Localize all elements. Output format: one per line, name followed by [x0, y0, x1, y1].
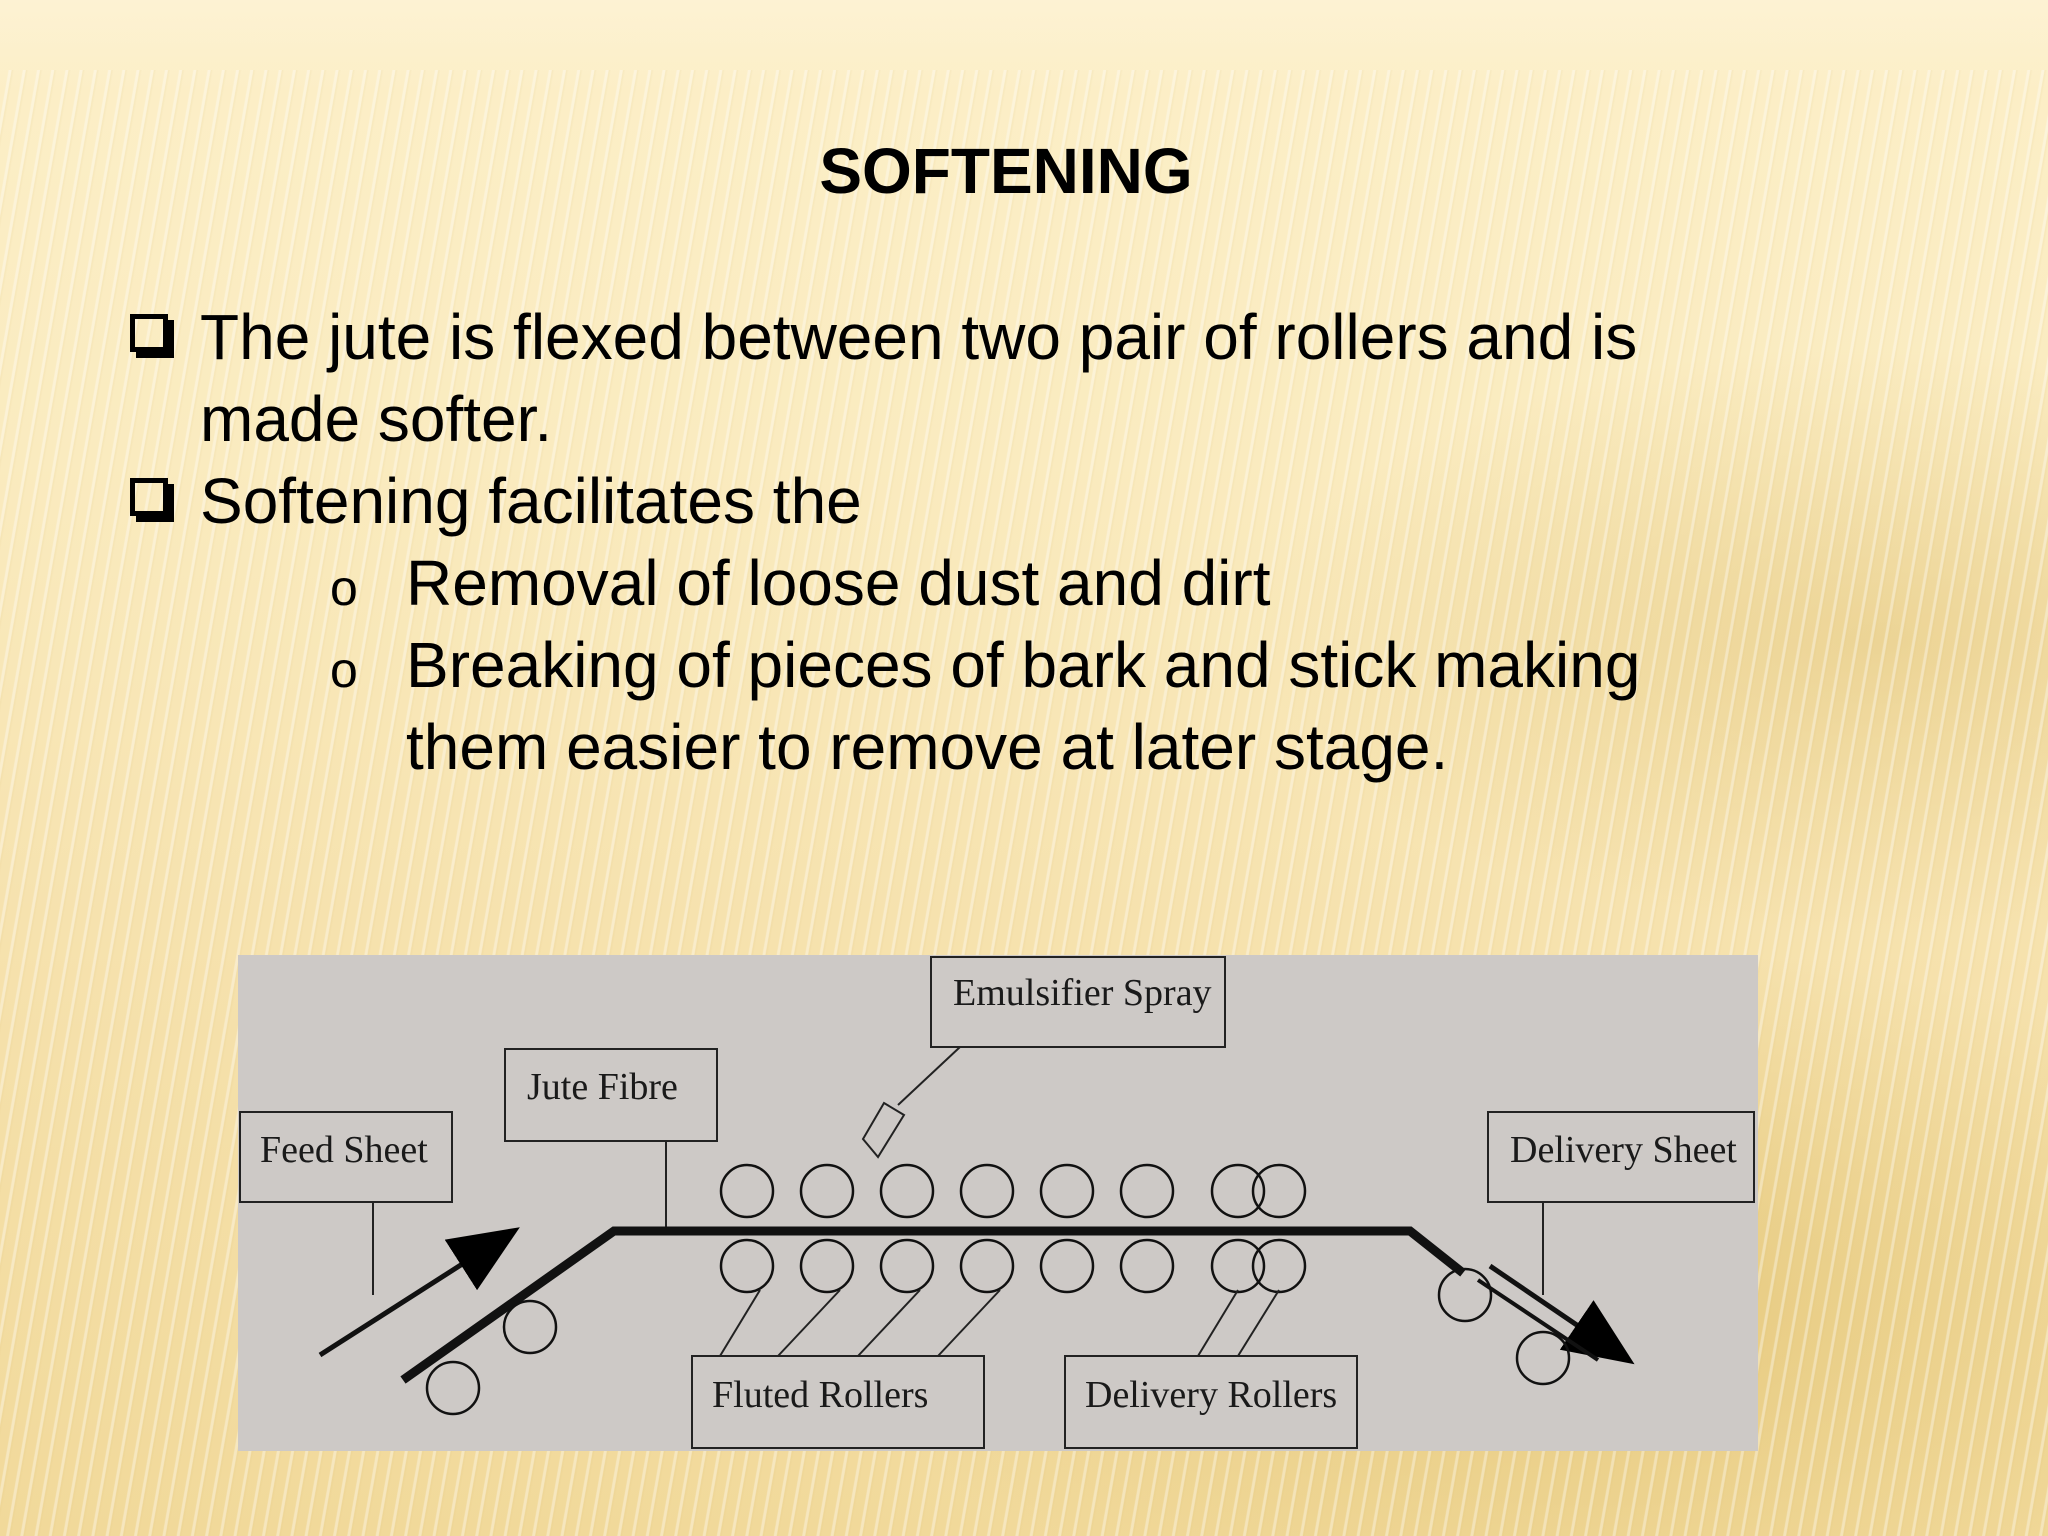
delivery-rollers-label: Delivery Rollers	[1085, 1374, 1337, 1416]
fluted-roller-bottom	[879, 1238, 935, 1294]
circle-bullet-icon: o	[330, 560, 358, 616]
fluted-roller-bottom	[959, 1238, 1015, 1294]
fluted-roller-top	[1039, 1163, 1095, 1219]
circle-bullet-icon: o	[330, 642, 358, 698]
delivery-sheet-box	[1487, 1111, 1755, 1203]
jute-fibre-box	[504, 1048, 718, 1142]
fluted-rollers-label: Fluted Rollers	[712, 1374, 928, 1416]
feed-sheet-box	[239, 1111, 453, 1203]
fluted-rollers-leader	[937, 1289, 1001, 1357]
sub-bullet-2-line-2: them easier to remove at later stage.	[406, 711, 1449, 783]
fluted-roller-top	[1119, 1163, 1175, 1219]
emulsifier-leader	[897, 1046, 961, 1106]
roller-group	[719, 1163, 1307, 1357]
delivery-sheet-label: Delivery Sheet	[1510, 1129, 1737, 1171]
feed-sheet-roller	[425, 1360, 481, 1416]
diagram-svg: Feed Sheet Jute Fibre Emulsifier Spray D…	[239, 956, 1755, 1449]
emulsifier-spray-box	[930, 956, 1226, 1048]
jute-path-line	[400, 1226, 1466, 1384]
delivery-direction-arrow	[1488, 1263, 1635, 1365]
bullet-1-line-1: The jute is flexed between two pair of r…	[200, 301, 1638, 373]
delivery-roller-top	[1210, 1163, 1266, 1219]
sub-bullet-item-1: o Removal of loose dust and dirt	[126, 542, 1906, 624]
bullet-item-2: Softening facilitates the	[126, 460, 1900, 542]
delivery-roller-bottom	[1210, 1238, 1266, 1294]
delivery-roller-top	[1251, 1163, 1307, 1219]
fluted-roller-bottom	[1119, 1238, 1175, 1294]
jute-fibre-label: Jute Fibre	[527, 1066, 678, 1108]
feed-sheet-roller	[502, 1299, 558, 1355]
bullet-1-line-2: made softer.	[200, 383, 553, 455]
feed-sheet-label: Feed Sheet	[260, 1129, 428, 1171]
sub-bullet-1-line-1: Removal of loose dust and dirt	[406, 547, 1271, 619]
bullet-list: The jute is flexed between two pair of r…	[126, 296, 1906, 788]
fluted-rollers-leader	[857, 1289, 921, 1357]
fluted-rollers-leader	[777, 1289, 841, 1357]
delivery-roller-bottom	[1251, 1238, 1307, 1294]
softening-machine-diagram: Feed Sheet Jute Fibre Emulsifier Spray D…	[238, 955, 1758, 1451]
checkbox-bullet-icon	[130, 314, 168, 352]
fluted-roller-top	[959, 1163, 1015, 1219]
fluted-roller-bottom	[719, 1238, 775, 1294]
delivery-sheet-line	[1476, 1278, 1600, 1362]
delivery-sheet-roller	[1515, 1330, 1571, 1386]
fluted-rollers-leader	[719, 1289, 761, 1357]
fluted-roller-top	[799, 1163, 855, 1219]
spray-nozzle-icon	[861, 1101, 906, 1159]
sub-bullet-item-2: o Breaking of pieces of bark and stick m…	[126, 624, 1906, 788]
emulsifier-spray-label: Emulsifier Spray	[953, 972, 1212, 1014]
delivery-rollers-leader	[1197, 1289, 1239, 1357]
fluted-roller-top	[879, 1163, 935, 1219]
delivery-rollers-leader	[1237, 1289, 1280, 1357]
fluted-roller-bottom	[799, 1238, 855, 1294]
fluted-roller-top	[719, 1163, 775, 1219]
slide-title: SOFTENING	[819, 135, 1193, 207]
feed-direction-arrow	[318, 1227, 520, 1358]
sub-bullet-2-line-1: Breaking of pieces of bark and stick mak…	[406, 629, 1641, 701]
checkbox-bullet-icon	[130, 478, 168, 516]
fluted-rollers-box	[691, 1355, 985, 1449]
bullet-item-1: The jute is flexed between two pair of r…	[126, 296, 1900, 460]
delivery-rollers-box	[1064, 1355, 1358, 1449]
bullet-2-line-1: Softening facilitates the	[200, 465, 862, 537]
delivery-sheet-roller	[1437, 1267, 1493, 1323]
fluted-roller-bottom	[1039, 1238, 1095, 1294]
background-top-band	[0, 0, 2048, 90]
